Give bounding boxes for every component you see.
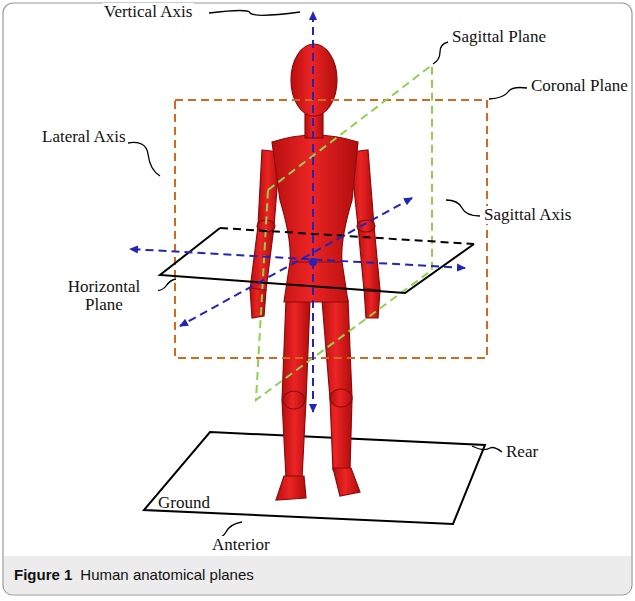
figure-frame (3, 3, 632, 595)
figure-number: Figure 1 (14, 566, 72, 583)
ground-label: Ground (156, 494, 212, 512)
horizontal-plane-back (220, 228, 474, 244)
plane-label: Sagittal Plane (450, 28, 548, 46)
ground-label: Rear (504, 443, 540, 461)
axis-label: Vertical Axis (102, 3, 194, 21)
vertical-axis (312, 12, 314, 412)
plane-label: Coronal Plane (529, 77, 630, 95)
sagittal-axis (180, 198, 412, 326)
axis-label: Lateral Axis (40, 128, 128, 146)
mannequin (250, 44, 380, 500)
lateral-axis (130, 249, 465, 268)
figure-caption: Human anatomical planes (80, 566, 253, 583)
plane-label: Horizontal Plane (50, 278, 158, 314)
ground-plane (144, 432, 485, 524)
axis-label: Sagittal Axis (482, 206, 573, 224)
coronal-plane (175, 100, 487, 358)
ground-label: Anterior (210, 536, 272, 554)
axis-origin (309, 258, 317, 266)
sagittal-plane (256, 65, 432, 400)
leader-lines (128, 11, 527, 539)
